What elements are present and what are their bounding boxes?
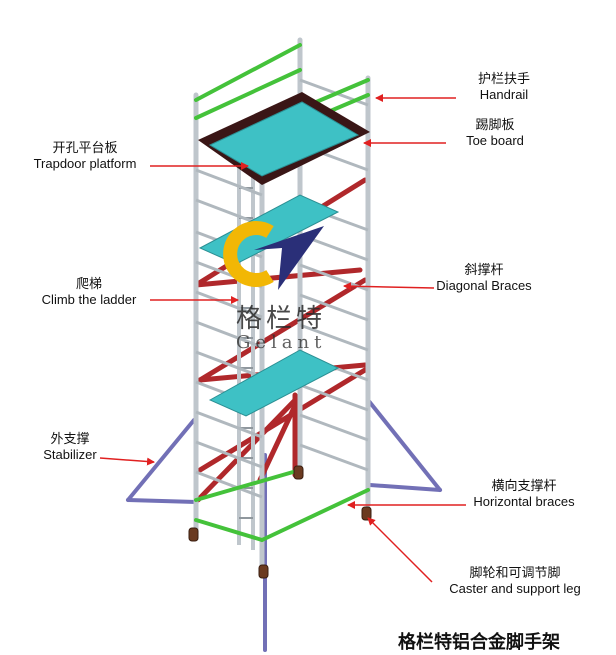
label-stabilizer: 外支撑 Stabilizer: [43, 432, 97, 462]
brand-name-cn: 格栏特: [236, 304, 327, 334]
label-diagonal-braces: 斜撑杆 Diagonal Braces: [436, 263, 532, 293]
leader-arrows: [99, 94, 466, 583]
footer-title: 格栏特铝合金脚手架: [398, 632, 560, 653]
label-trapdoor-platform: 开孔平台板 Trapdoor platform: [33, 141, 137, 171]
label-horizontal-braces: 横向支撑杆 Horizontal braces: [473, 479, 575, 509]
stabilizers: [126, 398, 442, 652]
casters: [188, 465, 372, 579]
logo: [223, 221, 324, 290]
logo-ring: [223, 221, 274, 287]
brand-name-en: Gelant: [236, 332, 327, 353]
diagonal-braces: [193, 177, 368, 503]
logo-arrow: [254, 226, 324, 290]
label-climb-ladder: 爬梯 Climb the ladder: [41, 277, 137, 307]
label-handrail: 护栏扶手 Handrail: [477, 72, 530, 102]
label-toe-board: 踢脚板 Toe board: [466, 118, 524, 148]
platform-lower: [208, 349, 340, 417]
label-caster-support-leg: 脚轮和可调节脚 Caster and support leg: [449, 566, 581, 596]
